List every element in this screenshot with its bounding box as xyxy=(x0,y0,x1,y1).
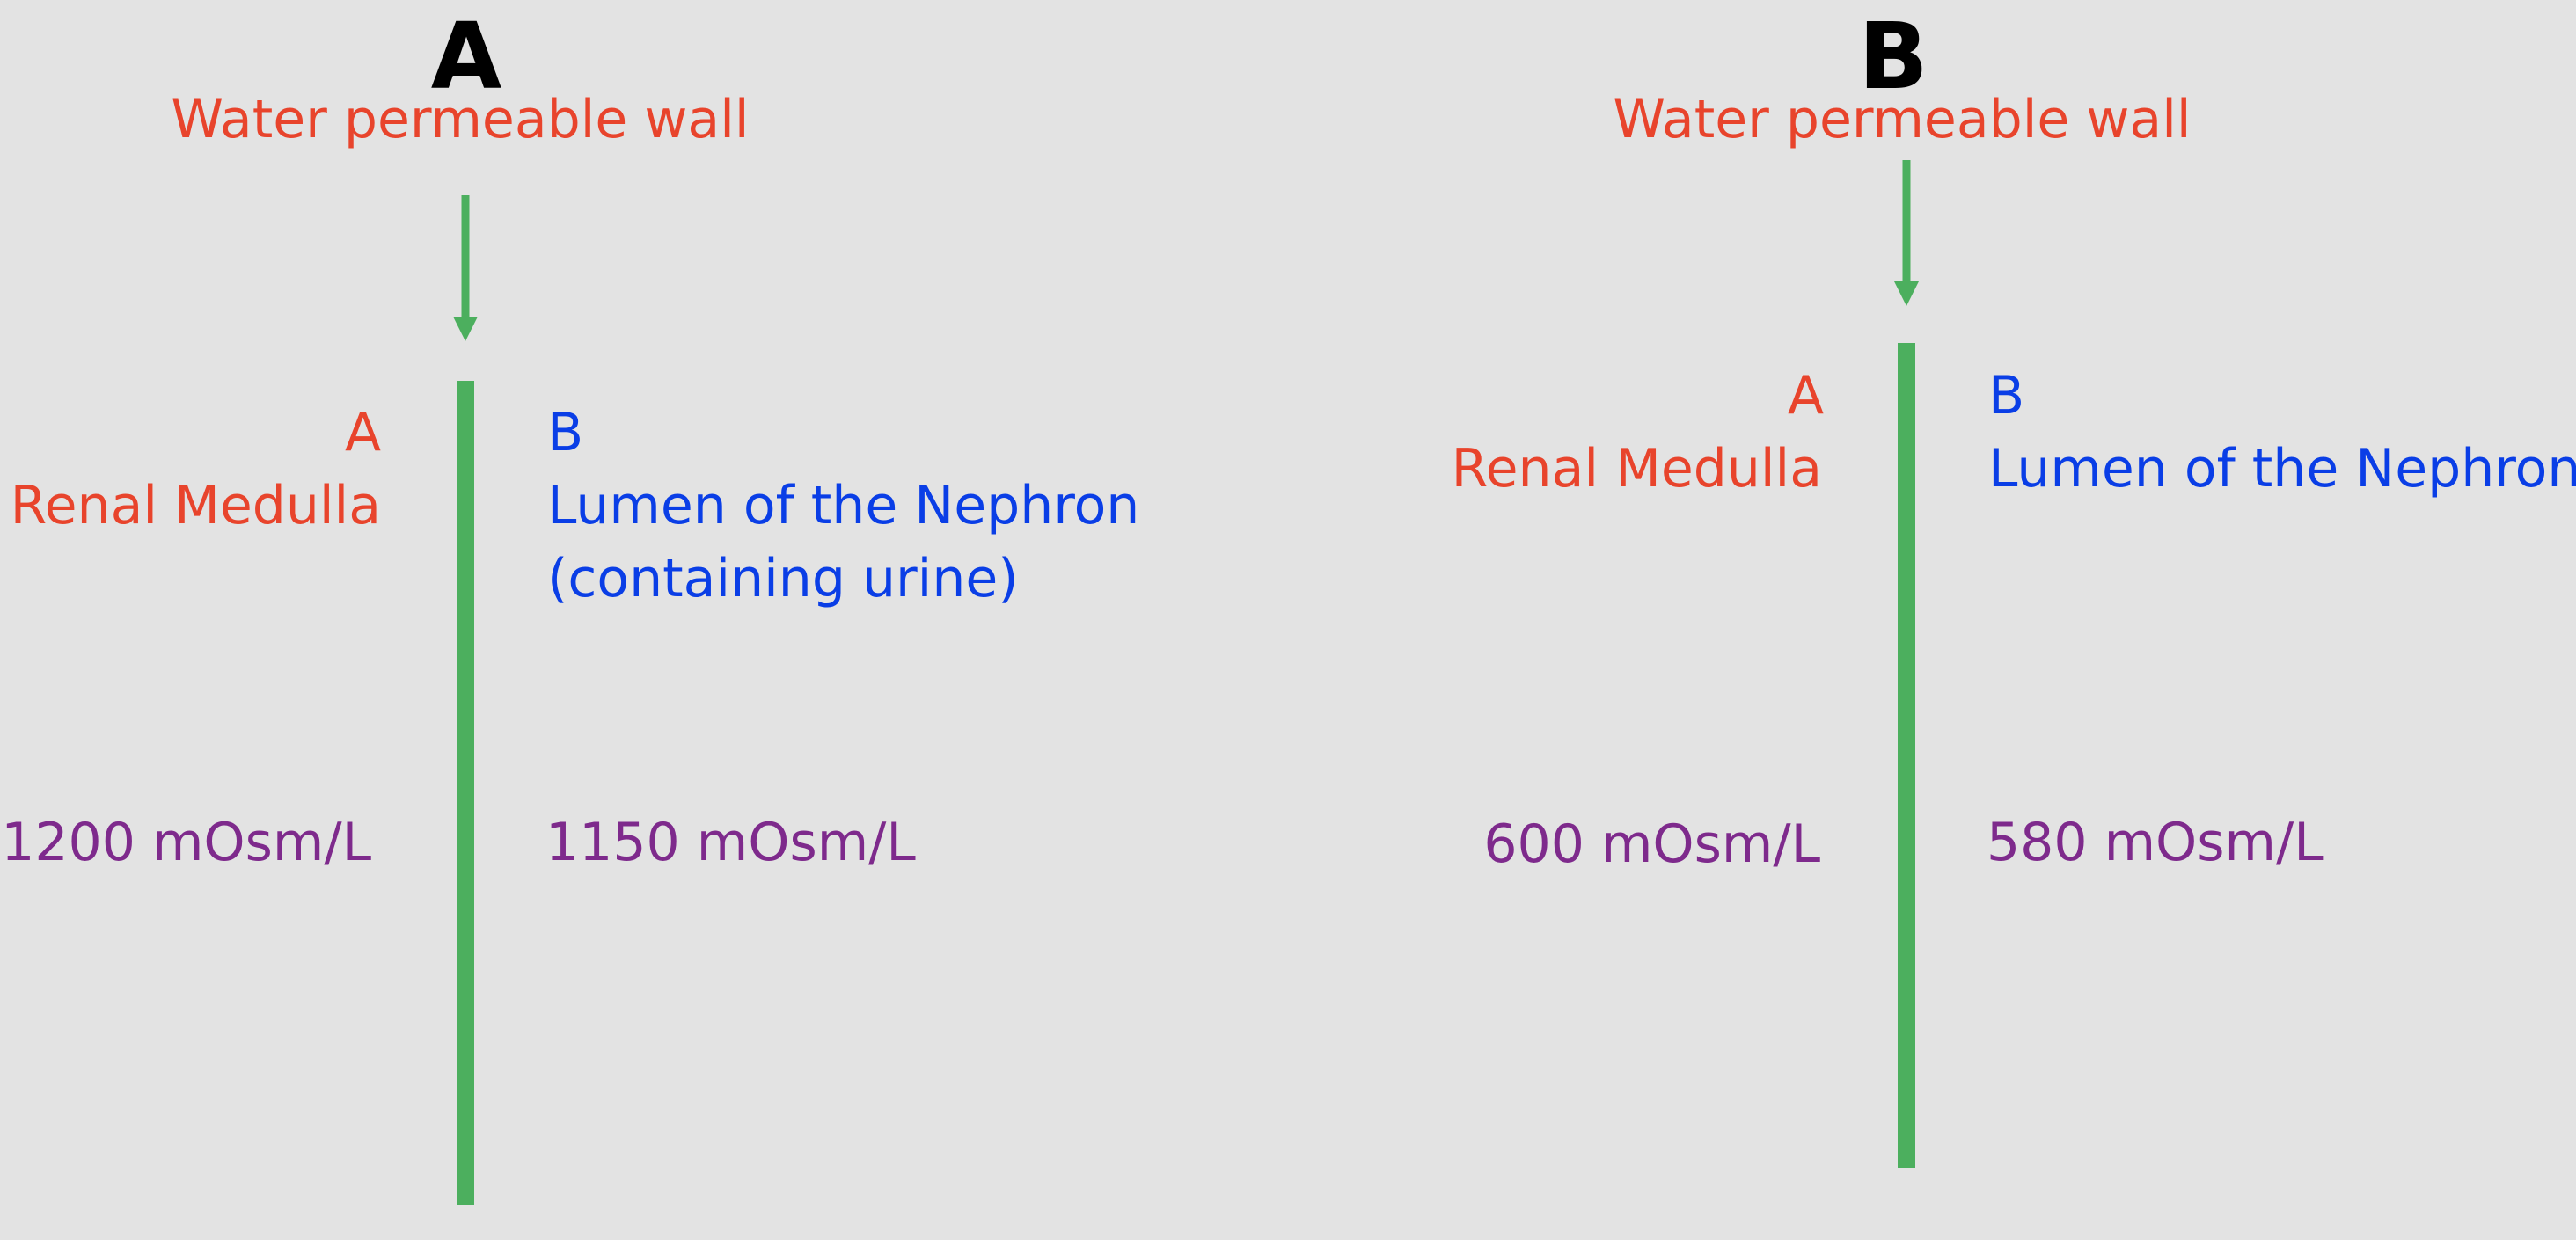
panel-title: B xyxy=(1858,3,1928,110)
side-a-name: Renal Medulla xyxy=(1451,438,1822,500)
side-b-concentration: 1150 mOsm/L xyxy=(545,812,916,873)
water-permeable-wall xyxy=(457,381,474,1205)
side-b-note: (containing urine) xyxy=(547,548,1019,609)
side-a-letter: A xyxy=(344,402,381,463)
side-b-concentration: 580 mOsm/L xyxy=(1987,812,2324,873)
side-a-letter: A xyxy=(1787,365,1824,427)
wall-label: Water permeable wall xyxy=(171,89,750,150)
side-a-name: Renal Medulla xyxy=(10,475,381,536)
side-b-letter: B xyxy=(547,402,584,463)
panel-title: A xyxy=(430,3,502,110)
wall-label: Water permeable wall xyxy=(1613,89,2192,150)
side-b-letter: B xyxy=(1988,365,2025,427)
side-b-name: Lumen of the Nephron xyxy=(1988,438,2576,500)
side-a-concentration: 1200 mOsm/L xyxy=(1,812,371,873)
water-permeable-wall xyxy=(1898,343,1915,1168)
side-a-concentration: 600 mOsm/L xyxy=(1483,813,1820,875)
side-b-name: Lumen of the Nephron xyxy=(547,475,1140,536)
